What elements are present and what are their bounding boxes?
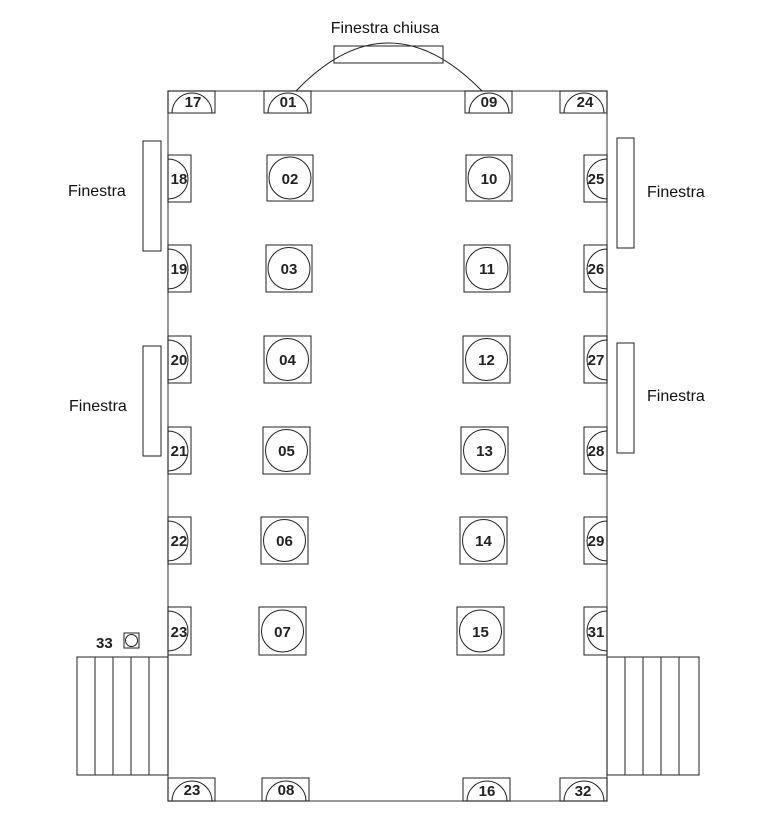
svg-text:31: 31 — [588, 624, 605, 641]
position-28: 28 — [583, 426, 608, 475]
position-23-bottom: 23 — [167, 777, 216, 802]
position-02: 02 — [266, 154, 314, 202]
svg-text:28: 28 — [588, 443, 605, 460]
svg-text:21: 21 — [171, 443, 188, 460]
svg-text:29: 29 — [588, 533, 605, 550]
position-26: 26 — [583, 244, 608, 293]
svg-text:14: 14 — [475, 533, 492, 550]
position-09: 09 — [464, 90, 513, 114]
svg-text:05: 05 — [278, 443, 295, 460]
position-23-left: 23 — [167, 606, 192, 656]
item-33-circle — [125, 634, 138, 647]
position-27: 27 — [583, 335, 608, 384]
window-right-bottom-label: Finestra — [647, 388, 705, 405]
stairs-left — [76, 656, 169, 776]
item-33-label: 33 — [96, 635, 113, 652]
window-right-top — [616, 137, 635, 249]
svg-text:04: 04 — [279, 352, 296, 369]
svg-text:06: 06 — [276, 533, 293, 550]
closed-window-arc — [295, 42, 483, 92]
closed-window-label: Finestra chiusa — [331, 20, 440, 37]
position-07: 07 — [258, 606, 307, 656]
svg-text:02: 02 — [282, 171, 299, 188]
position-19: 19 — [167, 244, 192, 293]
svg-text:13: 13 — [476, 443, 493, 460]
position-01: 01 — [263, 90, 312, 114]
svg-text:18: 18 — [171, 171, 188, 188]
svg-text:32: 32 — [575, 783, 592, 800]
position-12: 12 — [462, 335, 511, 384]
svg-text:08: 08 — [278, 782, 295, 799]
position-11: 11 — [463, 244, 511, 293]
svg-text:09: 09 — [481, 94, 498, 111]
position-03: 03 — [265, 244, 313, 293]
window-left-top-label: Finestra — [68, 183, 126, 200]
position-15: 15 — [456, 606, 505, 656]
position-06: 06 — [260, 516, 309, 565]
window-right-top-label: Finestra — [647, 184, 705, 201]
svg-text:23: 23 — [171, 624, 188, 641]
svg-text:27: 27 — [588, 352, 605, 369]
svg-text:03: 03 — [281, 261, 298, 278]
svg-text:12: 12 — [478, 352, 495, 369]
svg-text:17: 17 — [185, 94, 202, 111]
svg-text:07: 07 — [274, 624, 291, 641]
position-14: 14 — [459, 516, 508, 565]
window-right-bottom — [616, 342, 635, 454]
position-10: 10 — [465, 154, 513, 202]
svg-text:16: 16 — [479, 783, 496, 800]
stairs-right — [606, 656, 700, 776]
position-16: 16 — [462, 777, 511, 802]
svg-text:11: 11 — [479, 261, 495, 278]
window-left-bottom-label: Finestra — [69, 398, 127, 415]
position-05: 05 — [262, 426, 311, 475]
svg-text:15: 15 — [472, 624, 489, 641]
position-25: 25 — [583, 154, 608, 203]
svg-text:23: 23 — [184, 782, 201, 799]
svg-text:20: 20 — [171, 352, 188, 369]
position-31: 31 — [583, 606, 608, 656]
position-04: 04 — [263, 335, 312, 384]
item-33-box — [123, 632, 140, 649]
room-outline — [167, 90, 608, 802]
position-24: 24 — [559, 90, 608, 114]
window-left-bottom — [142, 345, 162, 457]
closed-window — [333, 45, 444, 64]
position-21: 21 — [167, 426, 192, 475]
position-08: 08 — [261, 777, 310, 802]
svg-text:25: 25 — [588, 171, 605, 188]
svg-text:22: 22 — [171, 533, 188, 550]
window-left-top — [142, 140, 162, 252]
svg-text:24: 24 — [577, 94, 594, 111]
svg-text:01: 01 — [280, 94, 297, 111]
svg-text:10: 10 — [481, 171, 498, 188]
position-32: 32 — [559, 777, 608, 802]
position-20: 20 — [167, 335, 192, 384]
position-13: 13 — [460, 426, 509, 475]
position-18: 18 — [167, 154, 192, 203]
position-22: 22 — [167, 516, 192, 565]
svg-text:19: 19 — [171, 261, 188, 278]
position-29: 29 — [583, 516, 608, 565]
svg-text:26: 26 — [588, 261, 605, 278]
position-17: 17 — [167, 90, 216, 114]
